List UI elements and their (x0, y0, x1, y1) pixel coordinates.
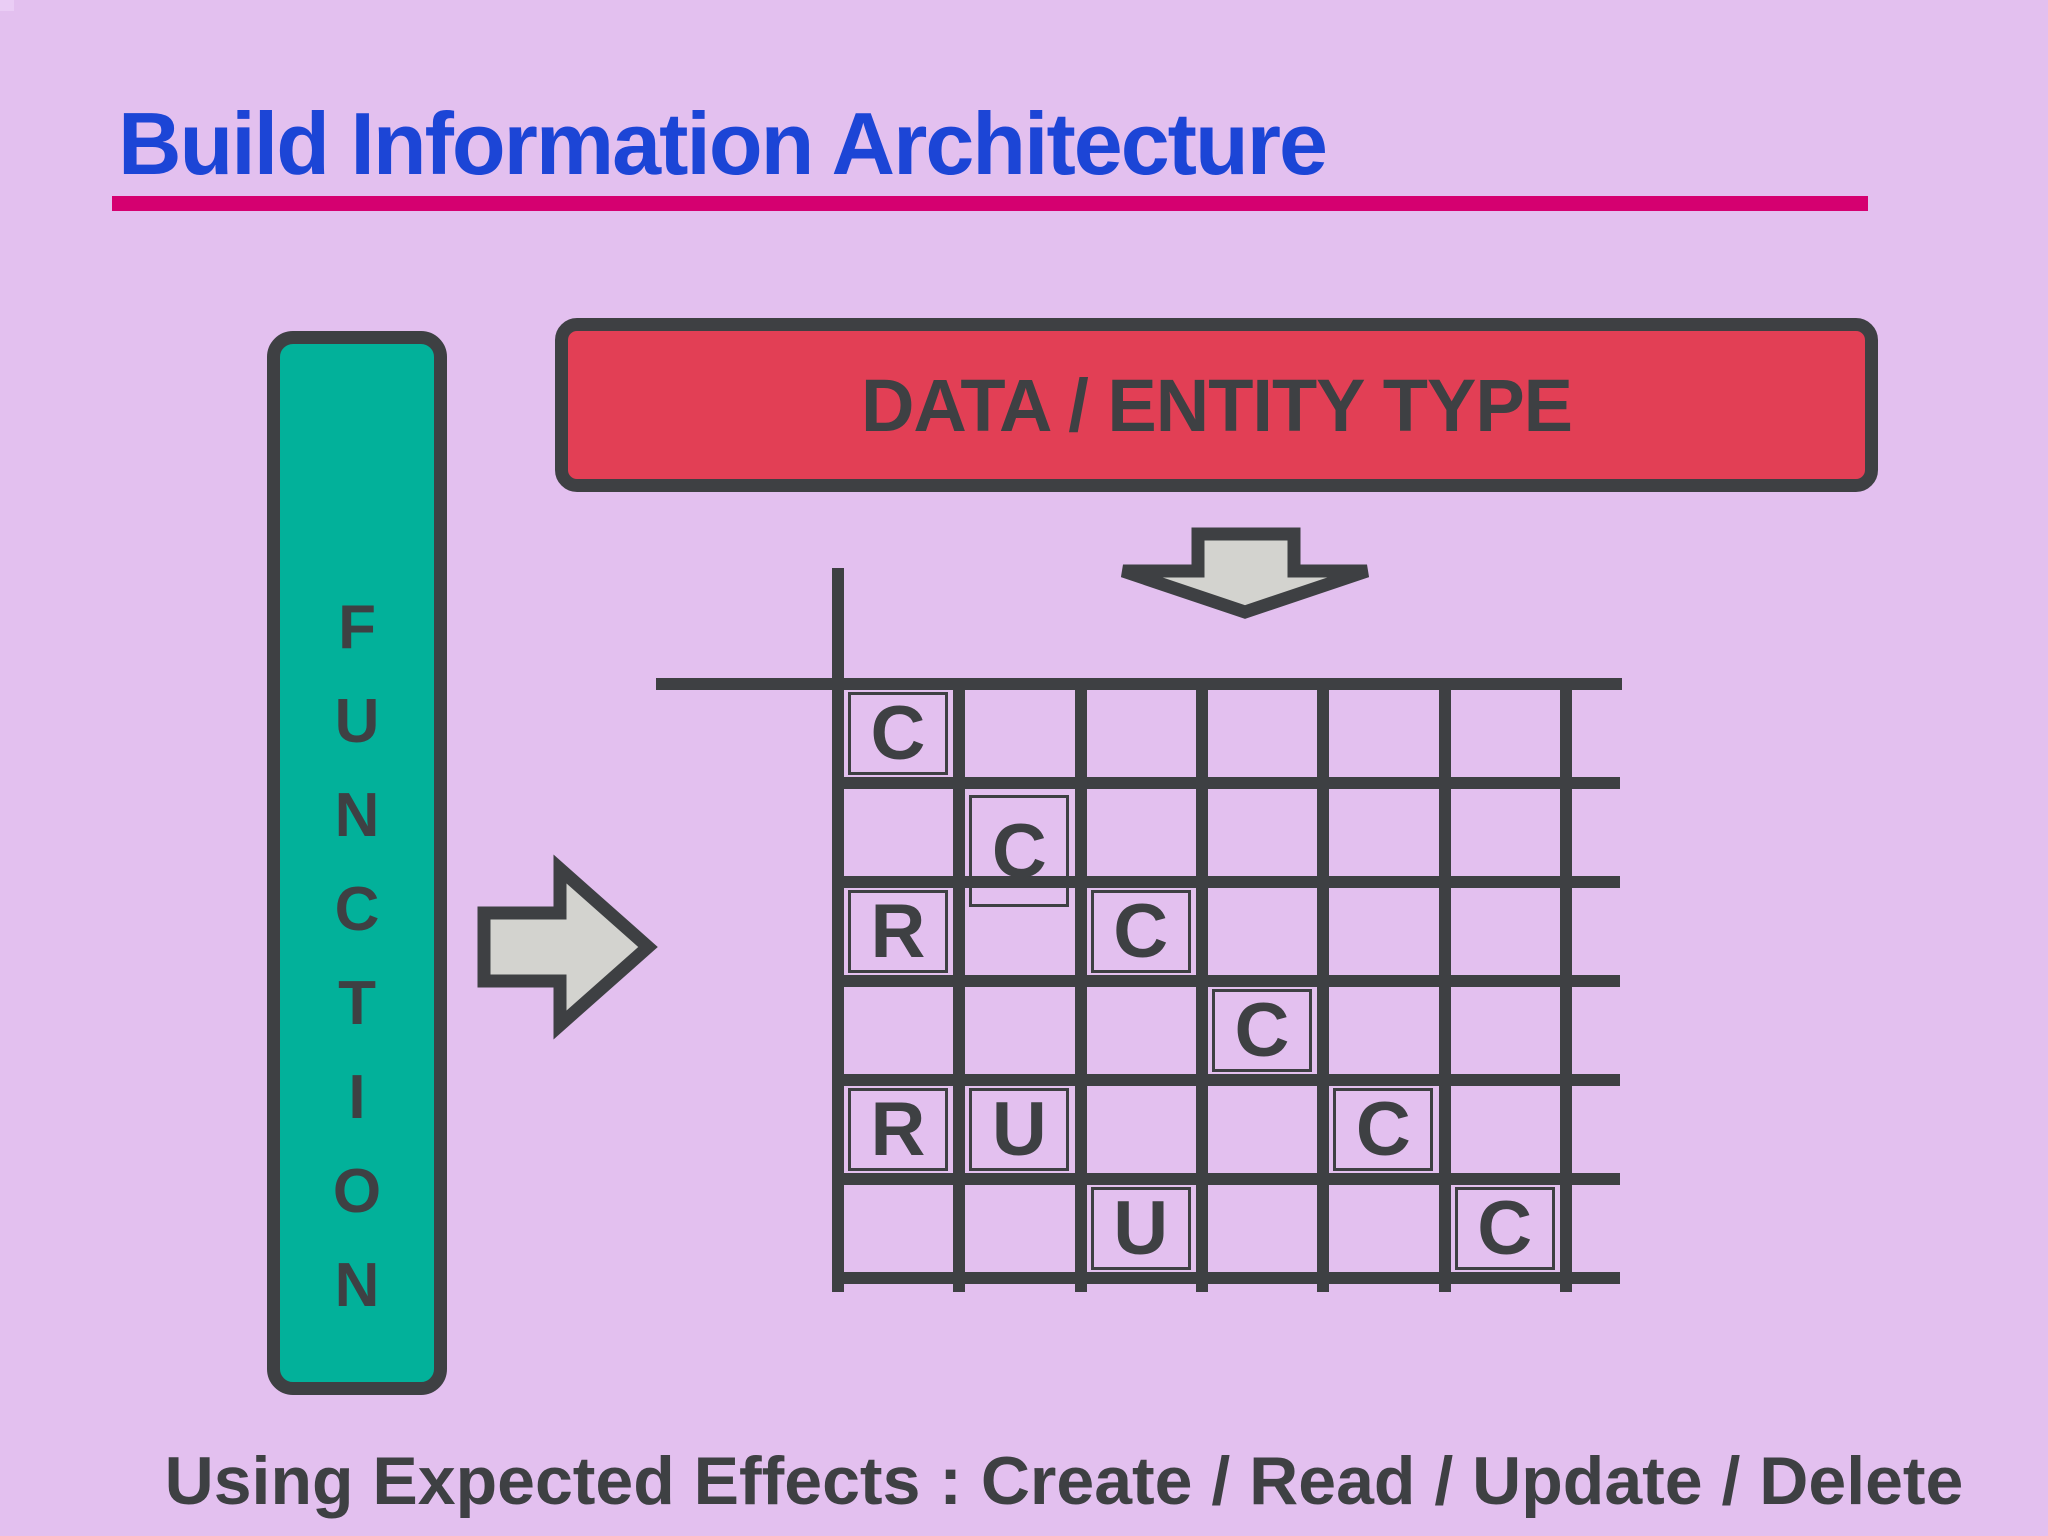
matrix-cell-c-r1c1: C (848, 691, 948, 776)
matrix-cell-r-r5c1: R (848, 1087, 948, 1172)
corner-highlight (0, 0, 14, 11)
matrix-cell-c-r6c6: C (1454, 1186, 1555, 1271)
data-entity-type-label: DATA / ENTITY TYPE (860, 363, 1573, 447)
function-letter: F (338, 593, 376, 662)
down-arrow-icon (1120, 527, 1370, 619)
slide-footer-legend: Using Expected Effects : Create / Read /… (164, 1443, 1964, 1519)
matrix-cell-u-r5c2: U (969, 1087, 1070, 1172)
matrix-cell-u-r6c3: U (1090, 1186, 1191, 1271)
matrix-cell-c-r4c4: C (1211, 988, 1312, 1073)
matrix-cell-c-r5c5: C (1333, 1087, 1434, 1172)
page-title: Build Information Architecture (118, 94, 1328, 193)
function-letter: N (334, 1251, 380, 1320)
function-letter: C (334, 875, 380, 944)
matrix-cell-r-r3c1: R (848, 889, 948, 974)
function-letter: T (338, 969, 376, 1038)
matrix-cell-c-r2c2: C (969, 795, 1070, 907)
function-column-box (267, 331, 447, 1395)
right-arrow-icon (477, 854, 658, 1040)
function-letter: U (334, 687, 380, 756)
matrix-grid-lines (656, 568, 1622, 1292)
function-letter: O (332, 1157, 382, 1226)
function-letter: N (334, 781, 380, 850)
matrix-cell-c-r3c3: C (1090, 889, 1191, 974)
function-letter: I (348, 1063, 366, 1132)
data-entity-type-header: DATA / ENTITY TYPE (555, 318, 1878, 492)
title-underline (112, 196, 1868, 211)
